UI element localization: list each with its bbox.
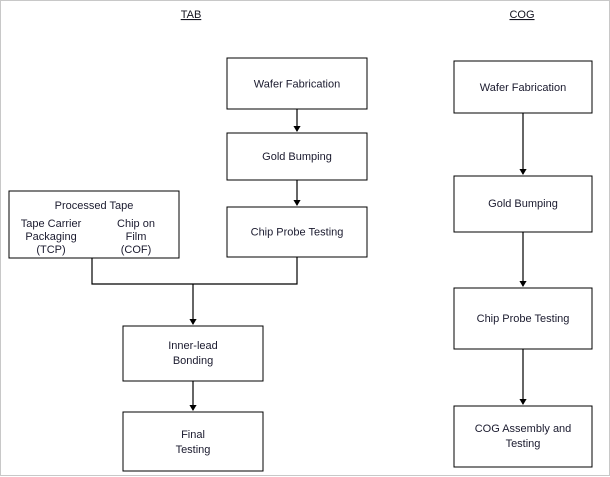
cof-line3: (COF) (121, 244, 152, 256)
node-cog-assembly-and-testing[interactable]: COG Assembly and Testing (453, 405, 593, 468)
node-label: Gold Bumping (262, 151, 332, 163)
node-label-line2: Testing (506, 438, 541, 450)
node-label-line1: Final (181, 429, 205, 441)
node-tab-wafer-fabrication[interactable]: Wafer Fabrication (226, 57, 368, 110)
node-label: Chip Probe Testing (477, 313, 570, 325)
node-tab-inner-lead-bonding[interactable]: Inner-lead Bonding (122, 325, 264, 382)
node-cog-gold-bumping[interactable]: Gold Bumping (453, 175, 593, 233)
node-label-line1: Inner-lead (168, 340, 218, 352)
node-label-line2: Testing (176, 444, 211, 456)
node-tab-chip-probe-testing[interactable]: Chip Probe Testing (226, 206, 368, 258)
node-label-line2: Bonding (173, 355, 213, 367)
node-label: Wafer Fabrication (254, 78, 340, 90)
node-tab-gold-bumping[interactable]: Gold Bumping (226, 132, 368, 181)
tcp-line3: (TCP) (36, 244, 65, 256)
node-label: Chip Probe Testing (251, 226, 344, 238)
node-label: Wafer Fabrication (480, 82, 566, 94)
node-label: Gold Bumping (488, 198, 558, 210)
node-cog-chip-probe-testing[interactable]: Chip Probe Testing (453, 287, 593, 350)
column-title-cog: COG (509, 9, 534, 21)
processed-tape-heading: Processed Tape (55, 200, 134, 212)
node-cog-wafer-fabrication[interactable]: Wafer Fabrication (453, 60, 593, 114)
node-tab-processed-tape[interactable]: Processed Tape Tape Carrier Packaging (T… (8, 190, 180, 259)
column-title-tab: TAB (181, 9, 202, 21)
tcp-line2: Packaging (25, 231, 76, 243)
cof-line1: Chip on (117, 218, 155, 230)
node-label-line1: COG Assembly and (475, 423, 572, 435)
node-tab-final-testing[interactable]: Final Testing (122, 411, 264, 472)
edge-merge-junction (91, 257, 298, 285)
tcp-line1: Tape Carrier (21, 218, 82, 230)
cof-line2: Film (126, 231, 147, 243)
